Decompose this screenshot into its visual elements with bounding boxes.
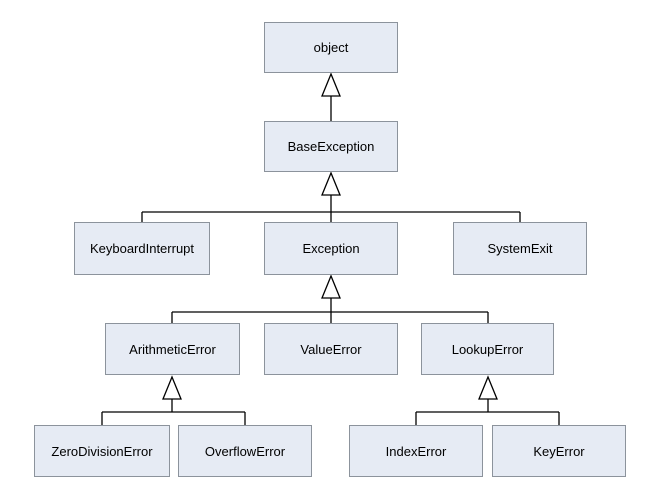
inheritance-arrowhead [162,375,182,400]
node-baseexception: BaseException [264,121,398,172]
node-label: ZeroDivisionError [51,443,153,459]
node-label: Exception [302,241,360,256]
node-valueerror: ValueError [264,323,398,375]
edge-baseexception-to-object [321,72,341,121]
node-label: SystemExit [487,241,553,256]
edge-group-to-exception [171,274,489,323]
node-zerodivisionerror: ZeroDivisionError [34,425,170,477]
node-lookuperror: LookupError [421,323,554,375]
node-label: object [313,40,349,55]
edge-group-to-baseexception [141,171,521,222]
node-label: BaseException [287,139,375,154]
node-label: IndexError [385,443,447,459]
node-label: OverflowError [204,443,286,459]
node-arithmeticerror: ArithmeticError [105,323,240,375]
inheritance-arrowhead [321,274,341,299]
inheritance-arrowhead [321,171,341,196]
node-keyerror: KeyError [492,425,626,477]
node-label: KeyboardInterrupt [89,241,195,256]
inheritance-arrowhead [321,72,341,97]
node-label: LookupError [451,341,524,357]
node-label: KeyError [533,443,585,459]
node-object: object [264,22,398,73]
edge-group-to-lookuperror [415,375,560,425]
edge-group-to-arithmeticerror [101,375,246,425]
node-overflowerror: OverflowError [178,425,312,477]
node-systemexit: SystemExit [453,222,587,275]
node-label: ValueError [300,341,362,357]
node-indexerror: IndexError [349,425,483,477]
node-label: ArithmeticError [129,341,216,357]
inheritance-arrowhead [478,375,498,400]
node-keyboardinterrupt: KeyboardInterrupt [74,222,210,275]
node-exception: Exception [264,222,398,275]
